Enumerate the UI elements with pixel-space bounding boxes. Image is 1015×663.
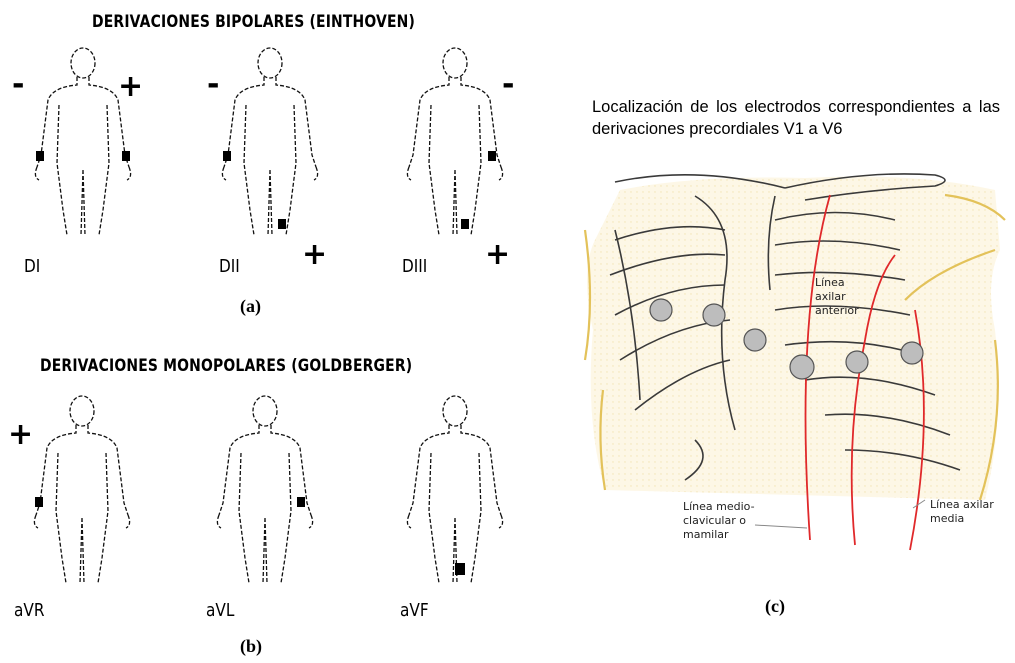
label-mid-clavicular-1: Línea medio- xyxy=(683,500,755,513)
body-figure-diii xyxy=(395,45,515,240)
lead-label-diii: DIII xyxy=(402,256,427,277)
electrode-left-ankle xyxy=(455,563,465,575)
electrode-left-wrist xyxy=(297,497,305,507)
figure-label-b: (b) xyxy=(240,636,262,657)
electrode-right-wrist xyxy=(35,497,43,507)
sign-minus: - xyxy=(12,70,24,100)
lead-label-avf: aVF xyxy=(400,600,429,621)
sign-minus: - xyxy=(502,70,514,100)
panel-a-title: DERIVACIONES BIPOLARES (EINTHOVEN) xyxy=(92,12,415,32)
chest-caption: Localización de los electrodos correspon… xyxy=(592,96,1000,140)
figure-label-c: (c) xyxy=(765,596,785,617)
sign-plus: + xyxy=(118,72,143,102)
body-figure-avl xyxy=(205,393,325,588)
label-mid-clavicular-3: mamilar xyxy=(683,528,729,541)
electrode-v1 xyxy=(650,299,672,321)
lead-label-avl: aVL xyxy=(206,600,234,621)
sign-minus: - xyxy=(207,70,219,100)
chest-diagram: Línea axilar anterior Línea medio- clavi… xyxy=(575,160,1015,560)
electrode-v2 xyxy=(703,304,725,326)
electrode-left-wrist xyxy=(223,151,231,161)
sign-plus: + xyxy=(8,420,33,450)
label-mid-clavicular-2: clavicular o xyxy=(683,514,746,527)
label-anterior-line-2: axilar xyxy=(815,290,846,303)
electrode-v5 xyxy=(846,351,868,373)
label-anterior-line-3: anterior xyxy=(815,304,859,317)
electrode-v6 xyxy=(901,342,923,364)
lead-label-dii: DII xyxy=(219,256,240,277)
label-mid-axillary-2: media xyxy=(930,512,964,525)
figure-label-a: (a) xyxy=(240,296,261,317)
body-figure-dii xyxy=(210,45,330,240)
label-mid-axillary-1: Línea axilar xyxy=(930,498,994,511)
electrode-right-wrist xyxy=(122,151,130,161)
sign-plus: + xyxy=(485,240,510,270)
electrode-v4 xyxy=(790,355,814,379)
label-anterior-line-1: Línea xyxy=(815,276,845,289)
sign-plus: + xyxy=(302,240,327,270)
electrode-left-ankle xyxy=(461,219,469,229)
lead-label-avr: aVR xyxy=(14,600,44,621)
electrode-v3 xyxy=(744,329,766,351)
lead-label-di: DI xyxy=(24,256,40,277)
body-figure-avr xyxy=(22,393,142,588)
body-figure-avf xyxy=(395,393,515,588)
panel-b-title: DERIVACIONES MONOPOLARES (GOLDBERGER) xyxy=(40,356,412,376)
electrode-left-wrist xyxy=(36,151,44,161)
electrode-right-wrist xyxy=(488,151,496,161)
